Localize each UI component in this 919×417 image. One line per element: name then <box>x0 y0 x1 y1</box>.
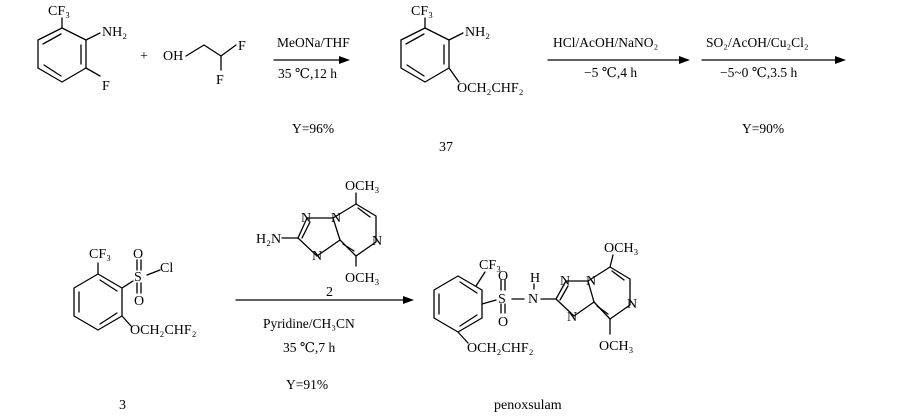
reagent-2-aminotriazolopyrimidine: OCH₃ H₂N N N N N OCH₃ 2 <box>256 179 382 300</box>
n3-label: N <box>567 310 577 325</box>
ether-label: OCH₂CHF₂ <box>130 323 197 338</box>
h-label: H <box>530 271 540 286</box>
n1-label: N <box>301 211 311 226</box>
och3-bottom-label: OCH₃ <box>345 271 380 286</box>
step2-reagent: HCl/AcOH/NaNO₂ <box>553 35 658 50</box>
n3-label: N <box>312 249 322 264</box>
starting-material-aniline: CF₃ NH₂ F <box>37 4 127 94</box>
step3-conditions: −5~0 ℃,3.5 h <box>720 65 798 80</box>
triazole-ring <box>297 217 341 257</box>
ring-double-bond <box>406 64 425 77</box>
pyrimidine-double-bond <box>357 207 371 218</box>
compound-number-37: 37 <box>439 140 453 155</box>
product-penoxsulam: CF₃ O S O H N OCH₂CHF₂ N N N N OCH₃ OCH₃… <box>433 241 639 413</box>
ring-double-bond <box>99 312 118 325</box>
step1-conditions: 35 ℃,12 h <box>278 66 337 81</box>
o-bottom-label: O <box>134 294 144 309</box>
s-label: S <box>134 270 142 285</box>
o-top-label: O <box>133 247 143 262</box>
nh2-bond <box>448 32 464 41</box>
step4-yield: Y=91% <box>286 377 328 392</box>
ring-double-bond <box>43 64 62 77</box>
ring-double-bond <box>405 33 425 45</box>
n1-label: N <box>560 274 570 289</box>
pyrimidine-double-bond <box>596 305 609 315</box>
ethanol-chain <box>185 44 237 57</box>
pyrimidine-double-bond <box>342 243 355 252</box>
intermediate-37: CF₃ NH₂ OCH₂CHF₂ 37 <box>400 4 524 155</box>
sulfonyl-bond <box>121 280 134 289</box>
triazole-double-bond <box>301 221 311 239</box>
cl-label: Cl <box>160 261 173 276</box>
ring-double-bond <box>459 281 478 294</box>
cf3-label: CF₃ <box>411 4 433 19</box>
s-cl-bond <box>146 269 161 276</box>
och3-bond-top <box>609 254 614 268</box>
och3-top-label: OCH₃ <box>345 179 380 194</box>
plus-sign: + <box>140 49 148 64</box>
step4-conditions-solvent: Pyridine/CH₃CN <box>263 316 355 331</box>
step4-conditions-temp: 35 ℃,7 h <box>283 340 335 355</box>
starting-material-difluoroethanol: OH F F <box>163 39 246 88</box>
reaction-arrow-step1: MeONa/THF 35 ℃,12 h Y=96% <box>273 35 350 136</box>
step3-yield: Y=90% <box>742 121 784 136</box>
ring-double-bond <box>459 314 478 327</box>
o-top-label: O <box>498 269 508 284</box>
f-label: F <box>102 79 110 94</box>
ether-bond <box>448 67 460 83</box>
step1-yield: Y=96% <box>292 121 334 136</box>
cf3-bond <box>475 271 486 287</box>
nh2-label: NH₂ <box>102 25 127 40</box>
n2-label: N <box>331 211 341 226</box>
benzene-ring <box>433 275 483 333</box>
step3-reagent: SO₂/AcOH/Cu₂Cl₂ <box>706 35 809 50</box>
f-top-label: F <box>238 39 246 54</box>
benzene-ring <box>400 27 450 83</box>
n4-label: N <box>372 234 382 249</box>
ether-label: OCH₂CHF₂ <box>467 341 534 356</box>
product-name: penoxsulam <box>494 398 562 413</box>
ether-label: OCH₂CHF₂ <box>457 81 524 96</box>
compound-number-2: 2 <box>326 285 333 300</box>
cf3-label: CF₃ <box>48 4 70 19</box>
nh2-bond <box>85 32 101 41</box>
nh2-label: NH₂ <box>465 25 490 40</box>
step2-conditions: −5 ℃,4 h <box>584 65 637 80</box>
pyrimidine-ring <box>332 203 377 257</box>
reaction-arrow-step2: HCl/AcOH/NaNO₂ −5 ℃,4 h <box>547 35 690 80</box>
benzene-ring <box>73 273 123 331</box>
ring-double-bond <box>99 279 118 292</box>
f-bottom-label: F <box>216 73 224 88</box>
n-link-label: N <box>528 292 538 307</box>
pyrimidine-double-bond <box>611 270 625 281</box>
och3-top-label: OCH₃ <box>604 241 639 256</box>
intermediate-3-sulfonyl-chloride: CF₃ O S Cl O OCH₂CHF₂ 3 <box>73 247 197 413</box>
pyrimidine-ring <box>587 266 631 320</box>
cf3-label: CF₃ <box>89 247 111 262</box>
f-bond <box>85 67 101 77</box>
reaction-arrow-step4: Pyridine/CH₃CN 35 ℃,7 h Y=91% <box>235 296 414 392</box>
reaction-arrow-step3: SO₂/AcOH/Cu₂Cl₂ −5~0 ℃,3.5 h Y=90% <box>701 35 846 136</box>
o-bottom-label: O <box>498 315 508 330</box>
ring-double-bond <box>42 33 62 45</box>
compound-number-3: 3 <box>119 398 126 413</box>
oh-label: OH <box>163 49 183 64</box>
benzene-ring <box>37 27 87 83</box>
step1-reagent: MeONa/THF <box>277 35 350 50</box>
n2-label: N <box>586 274 596 289</box>
sulfonyl-bond <box>481 299 497 305</box>
ether-bond <box>457 331 469 344</box>
cf3-label: CF₃ <box>479 258 501 273</box>
och3-bottom-label: OCH₃ <box>599 339 634 354</box>
s-label: S <box>498 292 506 307</box>
ether-bond <box>121 315 132 327</box>
h2n-label: H₂N <box>256 232 281 247</box>
triazole-ring <box>555 280 595 317</box>
triazole-double-bond <box>559 285 569 301</box>
n4-label: N <box>627 297 637 312</box>
